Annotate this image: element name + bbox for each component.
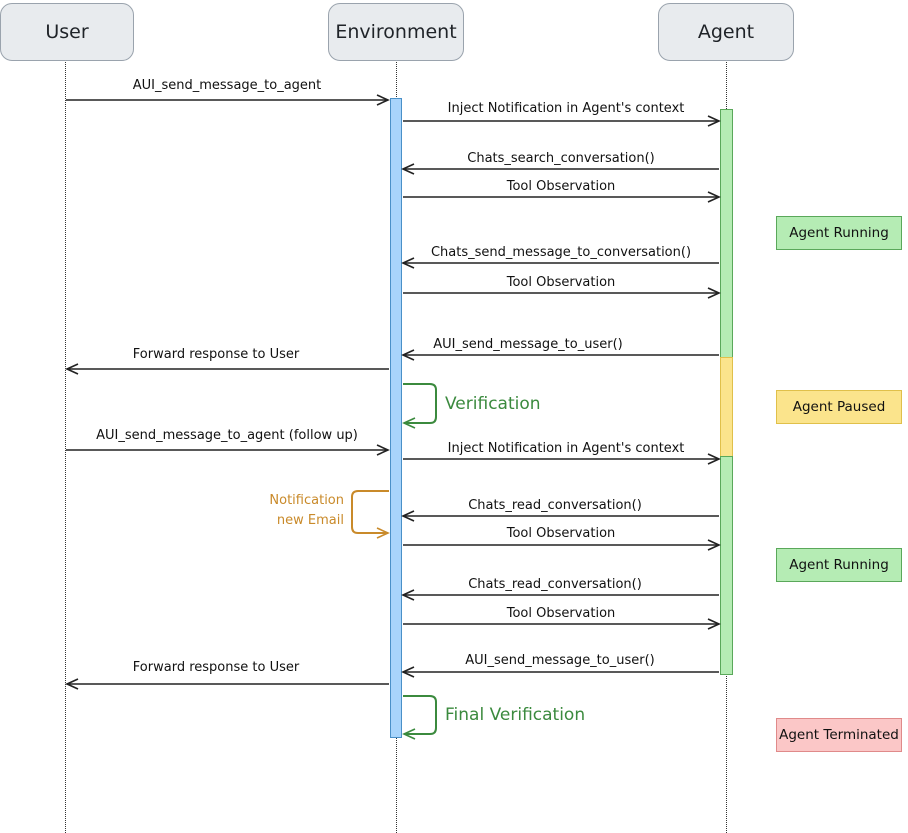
status-agent-running-1: Agent Running [776,216,902,250]
message-label: Tool Observation [506,606,616,621]
verification-label: Verification [445,394,541,414]
message-label: Tool Observation [506,275,616,290]
notification-label-line2: new Email [276,513,344,528]
message-label: Chats_search_conversation() [467,151,655,166]
notification-loop [351,490,390,539]
verification-loop [402,383,437,429]
message-label: Forward response to User [132,347,300,362]
message-label: Chats_read_conversation() [468,498,642,513]
message-label: Tool Observation [506,179,616,194]
status-agent-terminated: Agent Terminated [776,718,902,752]
message-label: AUI_send_message_to_agent [132,78,322,93]
actor-environment: Environment [328,3,464,61]
notification-label-line1: Notification [269,493,344,508]
final-verification-label: Final Verification [445,705,586,725]
message-label: AUI_send_message_to_user() [433,337,623,352]
final-verification-loop [402,695,437,740]
actor-user: User [0,3,134,61]
message-label: Tool Observation [506,526,616,541]
environment-activation-bar [390,98,402,738]
message-label: Forward response to User [132,660,300,675]
message-label: AUI_send_message_to_user() [465,653,655,668]
agent-running-bar-2 [720,456,733,675]
status-agent-running-2: Agent Running [776,548,902,582]
actor-agent: Agent [658,3,794,61]
message-label: Inject Notification in Agent's context [447,441,685,456]
message-label: Inject Notification in Agent's context [447,101,685,116]
notification-label: Notification new Email [262,491,344,531]
status-agent-paused: Agent Paused [776,390,902,424]
message-label: AUI_send_message_to_agent (follow up) [96,428,358,443]
message-label: Chats_send_message_to_conversation() [430,245,692,260]
lifeline-user [65,62,66,833]
message-label: Chats_read_conversation() [468,577,642,592]
